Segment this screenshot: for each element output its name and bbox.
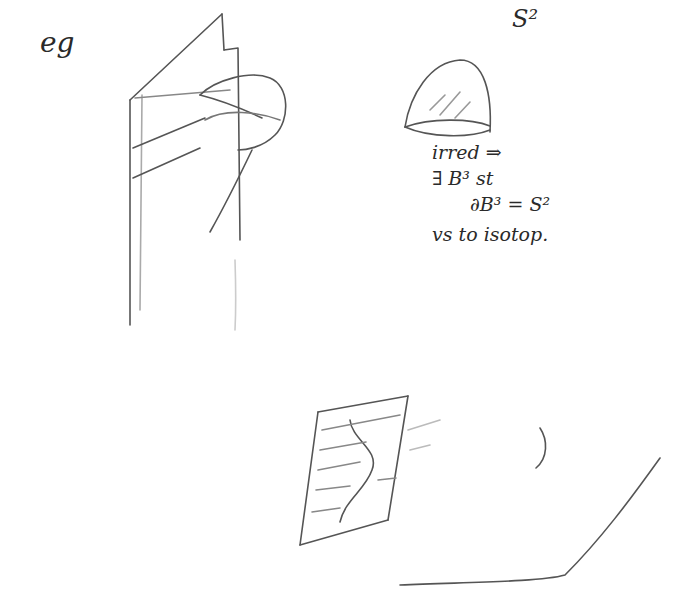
handwritten-note: ∃ B³ st [432, 168, 493, 189]
handwritten-note: irred ⇒ [432, 142, 502, 163]
handwritten-note: vs to isotop. [432, 224, 548, 245]
sphere-dome [405, 60, 490, 136]
surface-with-bubble [130, 14, 286, 330]
handwritten-note: S² [512, 6, 538, 32]
bracket-mark [536, 428, 546, 468]
handwritten-note: eg [40, 28, 75, 59]
handwritten-note: ∂B³ = S² [470, 194, 550, 215]
surface-with-curve [300, 396, 440, 545]
corner-line [400, 458, 660, 585]
